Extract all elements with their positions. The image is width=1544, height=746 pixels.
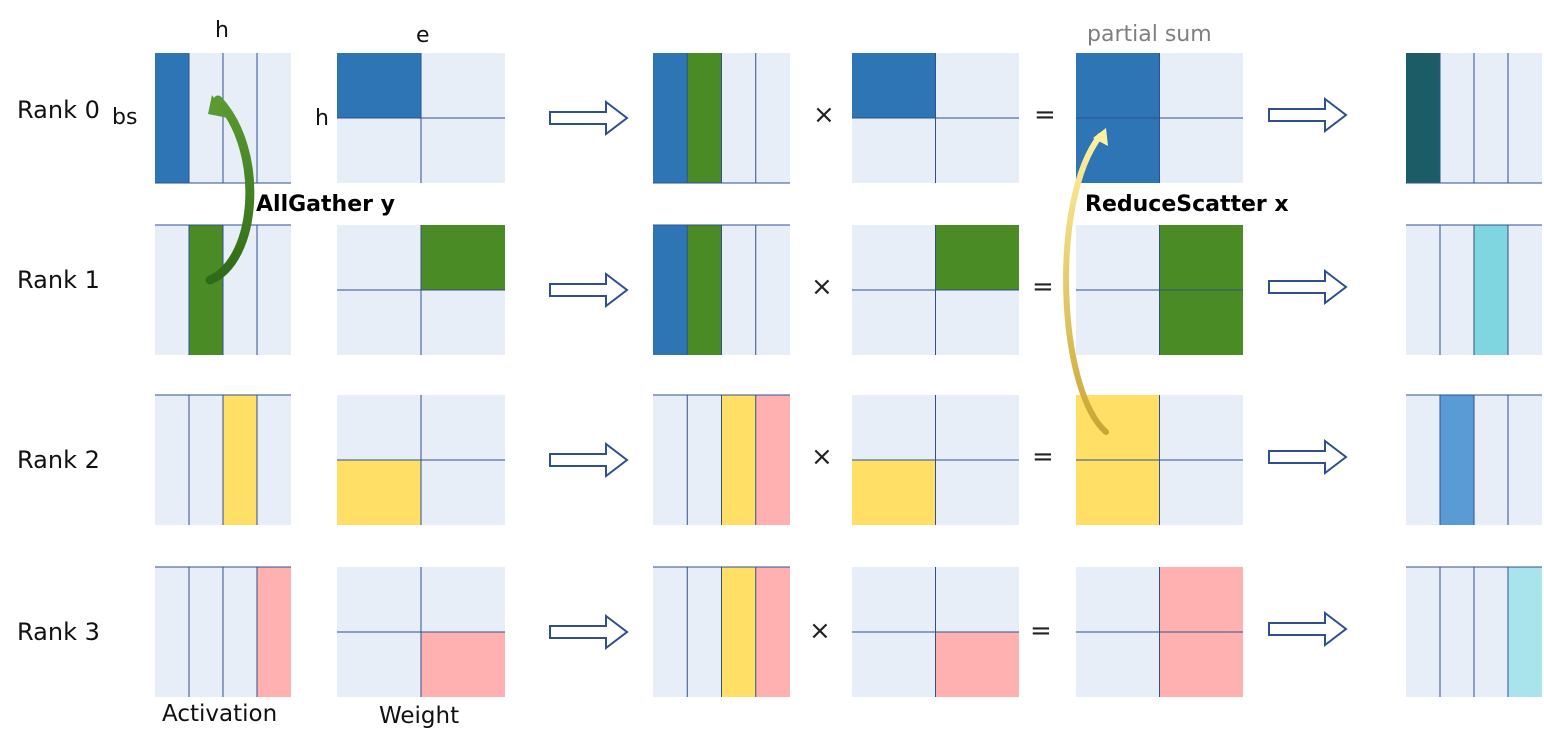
weight-block-rank-0 [337, 53, 505, 183]
weight-block-rank-3 [337, 567, 505, 697]
weight-h-label: h [315, 106, 329, 131]
result-block-rank-3 [1076, 567, 1243, 697]
weight_mul-block-rank-1 [852, 225, 1019, 355]
activation-bs-label: bs [112, 105, 138, 130]
rank-label-0: Rank 0 [17, 96, 100, 124]
times-operator-3: × [809, 616, 831, 646]
result-quadrant-2 [1076, 460, 1160, 525]
output-block-rank-1 [1406, 224, 1542, 355]
result-block-rank-2 [1076, 395, 1243, 525]
rank-label-3: Rank 3 [17, 618, 100, 646]
output-strip-3 [1508, 567, 1542, 697]
right-arrow-icon-0 [549, 99, 629, 137]
rank-label-2: Rank 2 [17, 446, 100, 474]
allgather-curve-arrow [205, 95, 255, 285]
allgather-label: AllGather y [256, 192, 395, 217]
weight-quadrant-3 [421, 632, 505, 697]
result-quadrant-3 [1159, 632, 1243, 697]
output-block-rank-3 [1406, 566, 1542, 697]
weight_mul-quadrant-0 [852, 53, 936, 118]
gathered-strip-3 [755, 567, 790, 697]
activation-strip-2 [223, 395, 257, 525]
gathered-strip-2 [721, 395, 756, 525]
result-quadrant-3 [1159, 290, 1243, 355]
weight-block-rank-2 [337, 395, 505, 525]
times-operator-2: × [811, 442, 833, 472]
result-quadrant-0 [1076, 53, 1160, 118]
activation-caption: Activation [162, 701, 278, 727]
activation-block-rank-2 [155, 394, 291, 525]
gathered-strip-2 [721, 567, 756, 697]
partial-sum-label: partial sum [1087, 22, 1212, 47]
equals-operator-1: = [1032, 272, 1054, 302]
gathered-strip-1 [687, 225, 722, 355]
result-quadrant-1 [1159, 225, 1243, 290]
activation-block-rank-0 [155, 53, 291, 184]
allgather-arrowhead-icon [208, 95, 228, 118]
result-block-rank-1 [1076, 225, 1243, 355]
right-arrow-icon-output-2 [1268, 438, 1348, 476]
activation-strip-3 [257, 567, 291, 697]
weight-quadrant-2 [337, 460, 421, 525]
reducescatter-curve-arrow [1063, 133, 1109, 435]
output-strip-1 [1440, 395, 1474, 525]
output-block-rank-0 [1406, 53, 1542, 184]
activation-block-rank-1 [155, 224, 291, 355]
gathered-strip-3 [755, 395, 790, 525]
result-block-rank-0 [1076, 53, 1243, 183]
gathered-block-rank-1 [653, 224, 790, 355]
equals-operator-2: = [1032, 442, 1054, 472]
weight_mul-block-rank-3 [852, 567, 1019, 697]
gathered-strip-0 [653, 53, 688, 183]
activation-strip-0 [155, 53, 189, 183]
right-arrow-icon-1 [549, 271, 629, 309]
activation-block-rank-3 [155, 566, 291, 697]
gathered-block-rank-0 [653, 53, 790, 184]
times-operator-1: × [811, 272, 833, 302]
equals-operator-0: = [1034, 100, 1056, 130]
result-quadrant-1 [1159, 567, 1243, 632]
weight-quadrant-1 [421, 225, 505, 290]
weight_mul-quadrant-1 [935, 225, 1019, 290]
right-arrow-icon-2 [549, 441, 629, 479]
activation-strip-1 [189, 225, 223, 355]
reducescatter-arrowhead-icon [1093, 128, 1108, 146]
weight_mul-quadrant-3 [935, 632, 1019, 697]
weight-quadrant-0 [337, 53, 421, 118]
right-arrow-icon-output-3 [1268, 610, 1348, 648]
reducescatter-label: ReduceScatter x [1085, 192, 1289, 217]
weight_mul-quadrant-2 [852, 460, 936, 525]
gathered-block-rank-3 [653, 566, 790, 697]
right-arrow-icon-output-1 [1268, 268, 1348, 306]
times-operator-0: × [813, 100, 835, 130]
weight-e-label: e [416, 23, 430, 48]
gathered-strip-1 [687, 53, 722, 183]
output-block-rank-2 [1406, 394, 1542, 525]
gathered-strip-0 [653, 225, 688, 355]
right-arrow-icon-3 [549, 613, 629, 651]
output-strip-2 [1474, 225, 1508, 355]
weight_mul-block-rank-0 [852, 53, 1019, 183]
equals-operator-3: = [1030, 616, 1052, 646]
gathered-block-rank-2 [653, 394, 790, 525]
weight-caption: Weight [379, 703, 460, 729]
weight_mul-block-rank-2 [852, 395, 1019, 525]
rank-label-1: Rank 1 [17, 266, 100, 294]
output-strip-0 [1406, 53, 1440, 183]
right-arrow-icon-output-0 [1268, 96, 1348, 134]
activation-h-label: h [215, 18, 229, 43]
weight-block-rank-1 [337, 225, 505, 355]
